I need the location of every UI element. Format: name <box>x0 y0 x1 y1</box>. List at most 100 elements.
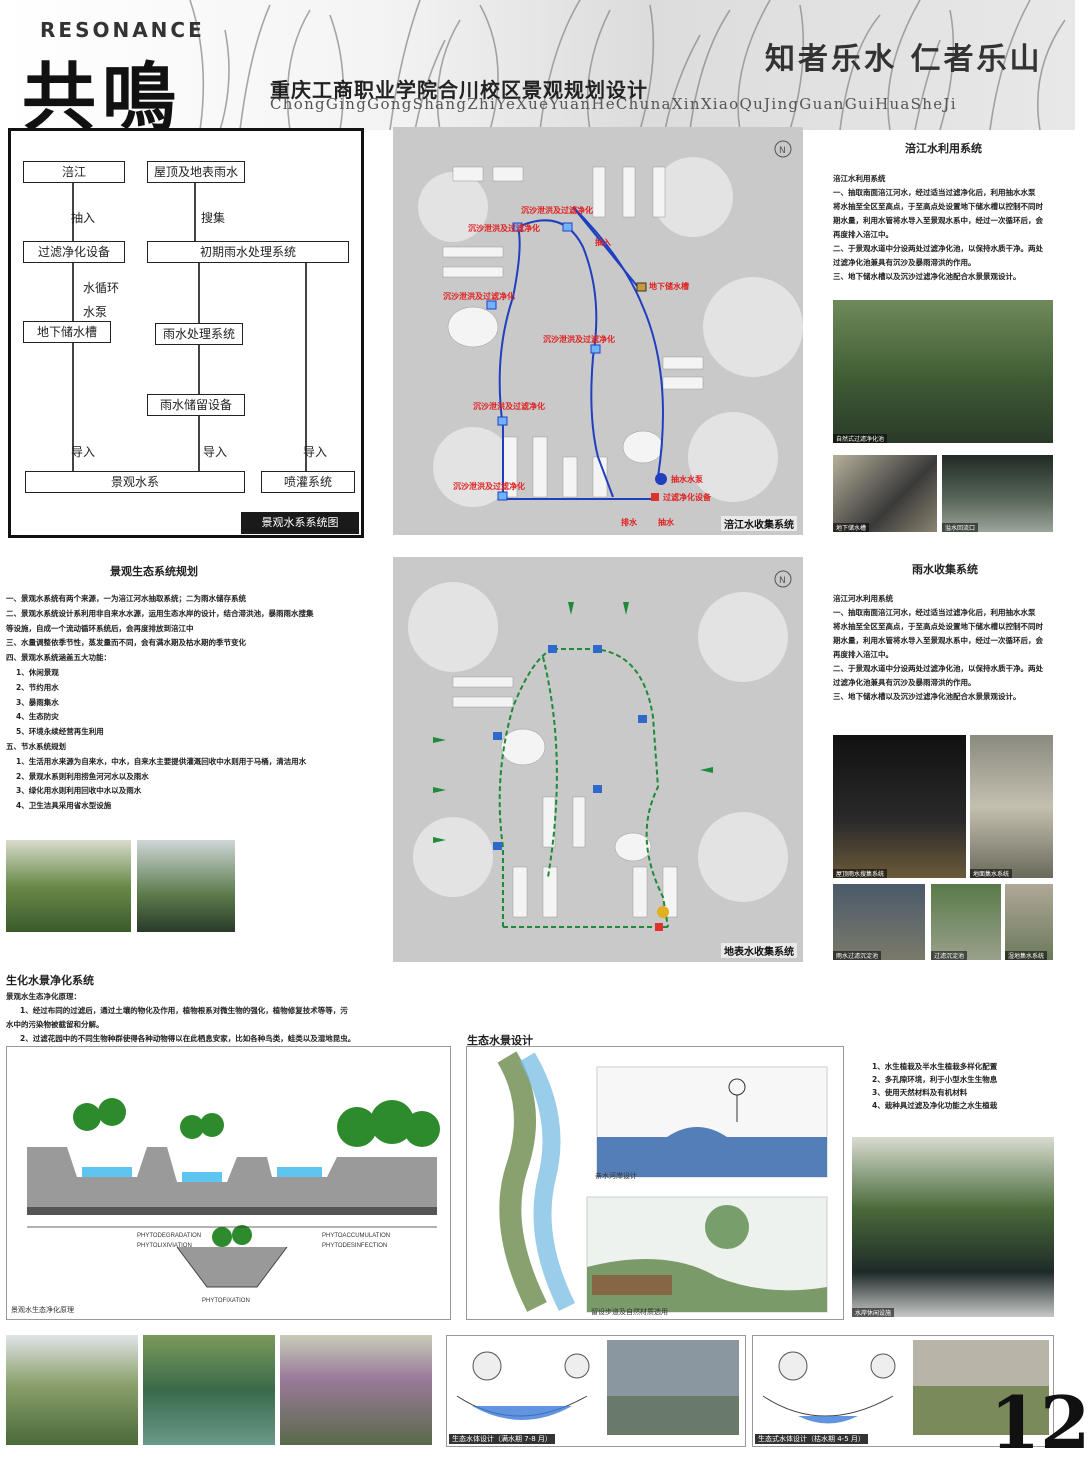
text-line: 1、经过布同的过滤后，通过土壤的物化及作用，植物根系对微生物的强化，植物修复技术… <box>20 1006 348 1015</box>
photo-natural-filter-pond: 自然式过滤净化池 <box>833 300 1053 443</box>
flow-box-filter: 过滤净化设备 <box>23 241 125 263</box>
project-title: 重庆工商职业学院合川校区景观规划设计 <box>270 78 648 102</box>
text-line: 2、景观水系则利用捞鱼河河水以及雨水 <box>16 771 149 781</box>
fujiang-text-block: 涪江水利用系统 一、抽取南面涪江河水，经过适当过滤净化后，利用抽水水泵 将水抽至… <box>833 172 1058 284</box>
section-title-eco-planning: 景观生态系统规划 <box>110 565 198 578</box>
flow-line <box>72 343 74 471</box>
photo-wetland-collection: 湿地集水系统 <box>1005 884 1053 960</box>
eco-water-drawings <box>497 1051 828 1313</box>
map1-label: 沉沙泄洪及过滤净化 <box>521 205 593 215</box>
photo-bottom-2 <box>143 1335 275 1445</box>
text-line: 2、多孔隙环境，利于小型水生生物息 <box>872 1075 998 1084</box>
flow-line <box>198 416 200 471</box>
section-dry-season-drawing <box>762 1340 1049 1435</box>
flowchart-caption: 景观水系系统图 <box>241 512 359 534</box>
flow-box-underground-tank: 地下储水槽 <box>23 321 111 343</box>
map1-intake-label: 抽水 <box>658 517 675 527</box>
page-title: 共鳴 <box>22 55 182 141</box>
purification-text: 景观水生态净化原理： 1、经过布同的过滤后，通过土壤的物化及作用，植物根系对微生… <box>6 990 391 1046</box>
flow-box-sprinkler: 喷灌系统 <box>261 471 355 493</box>
flow-box-rain-source: 屋顶及地表雨水 <box>147 161 245 183</box>
purification-caption: 景观水生态净化原理 <box>11 1306 74 1314</box>
text-line: 将水抽至全区至高点，于至高点处设置地下储水槽以控制不同时 <box>833 622 1043 631</box>
text-line: 过滤净化池兼具有沉沙及暴雨滞洪的作用。 <box>833 678 976 687</box>
site-plan-2: N <box>393 557 803 962</box>
flow-line <box>194 183 196 241</box>
text-line: 2、过滤花园中的不同生物种群使得各种动物得以在此栖息安家，比如各种鸟类，蛙类以及… <box>20 1034 356 1043</box>
section-title-rain: 雨水收集系统 <box>912 563 978 576</box>
project-title-pinyin: ChongGingGongShangZhiYeXueYuanHeChunaXin… <box>270 95 957 113</box>
purification-section-drawing: PHYTODEGRADATION PHYTOLIXIVIATION PHYTOA… <box>27 1098 440 1304</box>
term-label: PHYTODESINFECTION <box>322 1243 387 1249</box>
text-line: 再度排入涪江中。 <box>833 230 893 239</box>
map2-caption: 地表水收集系统 <box>721 943 797 958</box>
text-line: 二、景观水系统设计系利用非自来水水源，运用生态水岸的设计，结合滞洪池，暴雨雨水搜… <box>6 608 314 618</box>
photo-rain-settling-tank: 雨水过滤沉淀池 <box>833 884 925 960</box>
purification-diagram: PHYTODEGRADATION PHYTOLIXIVIATION PHYTOA… <box>6 1046 451 1320</box>
text-line: 水中的污染物被截留和分解。 <box>6 1020 104 1029</box>
photo-bottom-1 <box>6 1335 138 1445</box>
text-heading: 涪江河水利用系统 <box>833 594 893 603</box>
text-line: 过滤净化池兼具有沉沙及暴雨滞洪的作用。 <box>833 258 976 267</box>
text-line: 三、地下储水槽以及沉沙过滤净化池配合水景景观设计。 <box>833 272 1021 281</box>
text-line: 3、暴雨集水 <box>16 697 59 707</box>
flow-label-pump-in: 抽入 <box>71 211 96 225</box>
flow-box-rain-storage: 雨水储留设备 <box>147 394 245 416</box>
text-line: 3、绿化用水则利用回收中水以及雨水 <box>16 786 142 796</box>
text-line: 将水抽至全区至高点，于至高点处设置地下储水槽以控制不同时 <box>833 202 1043 211</box>
flow-box-rain-treatment: 雨水处理系统 <box>155 323 243 345</box>
section-wet-season: 生态水体设计（满水期 7-8 月） <box>446 1335 746 1447</box>
map1-caption: 涪江水收集系统 <box>721 516 797 531</box>
term-label: PHYTODEGRADATION <box>137 1233 201 1239</box>
section-dry-season: 生态式水体设计（枯水期 4-5 月） <box>752 1335 1054 1447</box>
eco-water-panel: 亲水河岸设计 留设步道及自然材质选用 <box>466 1046 844 1320</box>
text-line: 4、生态防灾 <box>16 712 59 722</box>
dry-season-caption: 生态式水体设计（枯水期 4-5 月） <box>755 1434 868 1444</box>
photo-bottom-3 <box>280 1335 432 1445</box>
text-line: 5、环境永续经营再生利用 <box>16 727 104 737</box>
text-line: 一、景观水系统有两个来源，一为涪江河水抽取系统；二为雨水储存系统 <box>6 594 246 603</box>
eco-planning-text: 一、景观水系统有两个来源，一为涪江河水抽取系统；二为雨水储存系统 二、景观水系统… <box>6 592 386 814</box>
photo-ground-collection: 地面集水系统 <box>970 735 1053 878</box>
text-line: 4、栽种具过滤及净化功能之水生植栽 <box>872 1101 998 1110</box>
text-line: 四、景观水系统涵盖五大功能： <box>6 653 111 663</box>
rain-text-block: 涪江河水利用系统 一、抽取南面涪江河水，经过适当过滤净化后，利用抽水水泵 将水抽… <box>833 592 1058 704</box>
map1-tank-label: 地下储水槽 <box>649 281 689 291</box>
text-line: 一、抽取南面涪江河水，经过适当过滤净化后，利用抽水水泵 <box>833 188 1036 197</box>
text-line: 4、卫生洁具采用省水型设施 <box>16 801 112 811</box>
page-number: 12 <box>990 1380 1090 1465</box>
photo-settling-tank: 过滤沉淀池 <box>931 884 1001 960</box>
photo-roof-rain-collection: 屋顶雨水搜集系统 <box>833 735 966 878</box>
text-line: 期水量，利用水管将水导入至景观水系中，经过一次循环后，会 <box>833 216 1043 225</box>
site-plan-1: 沉沙泄洪及过滤净化 沉沙泄洪及过滤净化 沉沙泄洪及过滤净化 沉沙泄洪及过滤净化 … <box>393 127 803 535</box>
section-title-purification: 生化水景净化系统 <box>6 974 94 987</box>
flow-label-cycle: 水循环 <box>83 281 120 295</box>
flow-label-inflow: 导入 <box>71 445 96 459</box>
grass-background <box>189 0 1066 131</box>
photo-underground-tank: 地下储水槽 <box>833 455 937 532</box>
map1-label: 沉沙泄洪及过滤净化 <box>453 481 525 491</box>
text-line: 三、水量调整依季节性，蒸发量而不同，会有满水期及枯水期的季节变化 <box>6 638 246 648</box>
text-line: 一、抽取南面涪江河水，经过适当过滤净化后，利用抽水水泵 <box>833 608 1036 617</box>
eco-caption-2: 留设步道及自然材质选用 <box>591 1308 668 1316</box>
section-title-eco-water: 生态水景设计 <box>467 1034 533 1047</box>
flow-box-fujiang: 涪江 <box>23 161 125 183</box>
photo-landscape-1 <box>6 840 131 932</box>
text-heading: 涪江水利用系统 <box>833 174 886 183</box>
text-line: 三、地下储水槽以及沉沙过滤净化池配合水景景观设计。 <box>833 692 1021 701</box>
wet-season-caption: 生态水体设计（满水期 7-8 月） <box>449 1434 555 1444</box>
flow-line <box>72 263 74 321</box>
text-line: 再度排入涪江中。 <box>833 650 893 659</box>
eco-caption-1: 亲水河岸设计 <box>595 1172 637 1180</box>
flow-label-inflow: 导入 <box>303 445 328 459</box>
map1-label: 沉沙泄洪及过滤净化 <box>473 401 545 411</box>
text-line: 二、于景观水道中分设两处过滤净化池，以保持水质干净。两处 <box>833 664 1043 673</box>
brand-resonance: RESONANCE <box>40 18 205 42</box>
text-line: 期水量，利用水管将水导入至景观水系中，经过一次循环后，会 <box>833 636 1043 645</box>
map1-pumpin-label: 抽入 <box>595 237 611 247</box>
flow-box-landscape-water: 景观水系 <box>25 471 245 493</box>
map1-label: 沉沙泄洪及过滤净化 <box>443 291 515 301</box>
map1-filter-label: 过滤净化设备 <box>663 492 712 502</box>
eco-points: 1、水生植栽及半水生植栽多样化配置 2、多孔隙环境，利于小型水生生物息 3、使用… <box>872 1060 1062 1112</box>
flow-line <box>198 345 200 394</box>
